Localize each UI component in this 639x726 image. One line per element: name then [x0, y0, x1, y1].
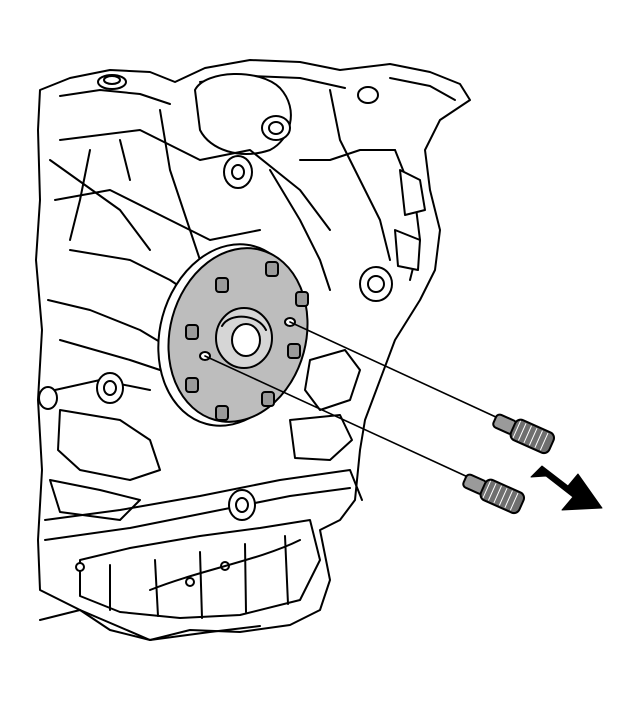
flange-icon	[157, 243, 309, 427]
arrow-icon	[530, 465, 603, 511]
leader-line	[204, 321, 499, 479]
bolt-icon	[185, 261, 309, 421]
screw-icon	[462, 413, 556, 515]
